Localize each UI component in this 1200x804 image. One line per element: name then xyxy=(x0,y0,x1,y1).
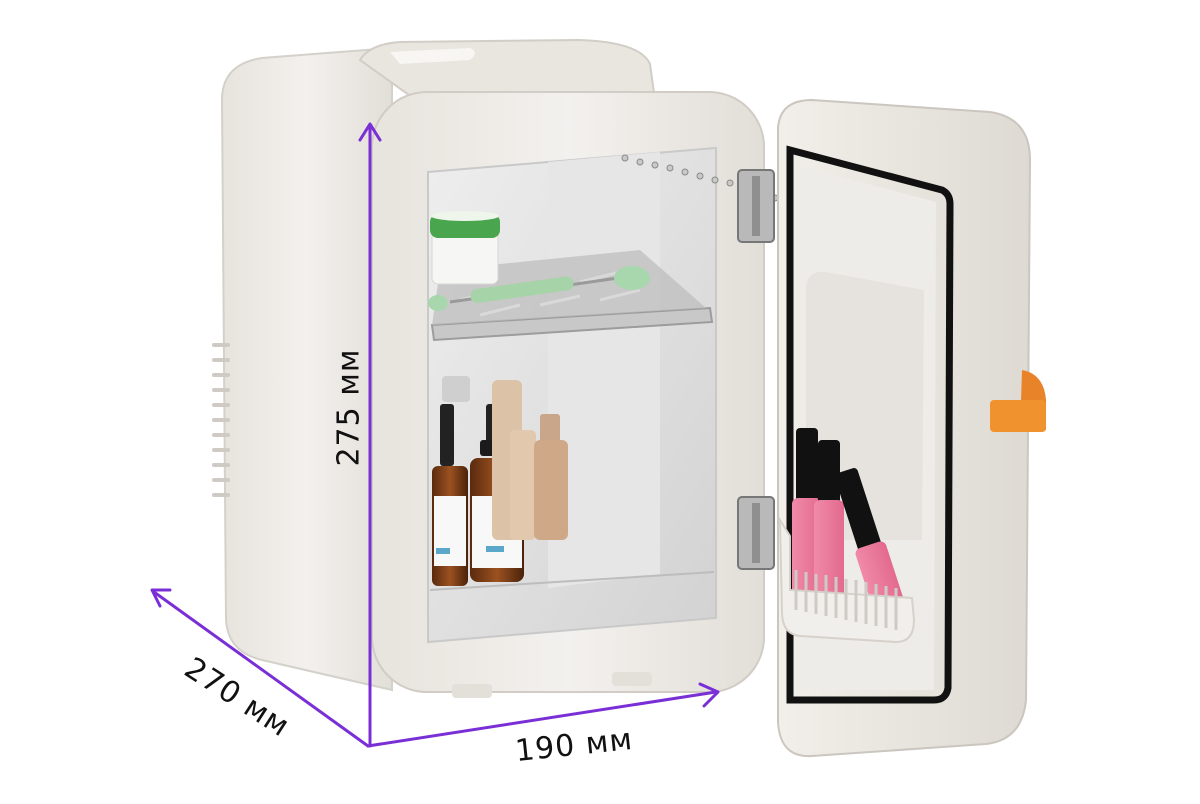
cream-jar xyxy=(430,211,500,285)
height-dimension-label: 275 мм xyxy=(331,348,367,467)
serum-bottle-left xyxy=(432,404,468,586)
door-hinges xyxy=(737,169,775,570)
fridge-interior xyxy=(427,146,717,644)
dimension-lines xyxy=(150,122,720,748)
depth-dimension-line xyxy=(152,590,370,748)
width-dimension-line xyxy=(366,690,718,748)
door-bin xyxy=(778,516,916,644)
lip-gloss-tubes xyxy=(792,428,913,640)
wooden-bottles xyxy=(492,380,568,540)
side-vents xyxy=(212,343,230,497)
door-strap xyxy=(990,370,1046,432)
jade-roller xyxy=(428,266,650,311)
fridge-door xyxy=(777,98,1046,758)
depth-arrow-head xyxy=(150,588,172,608)
width-arrow-head xyxy=(698,682,720,708)
height-arrow-head xyxy=(358,122,382,142)
